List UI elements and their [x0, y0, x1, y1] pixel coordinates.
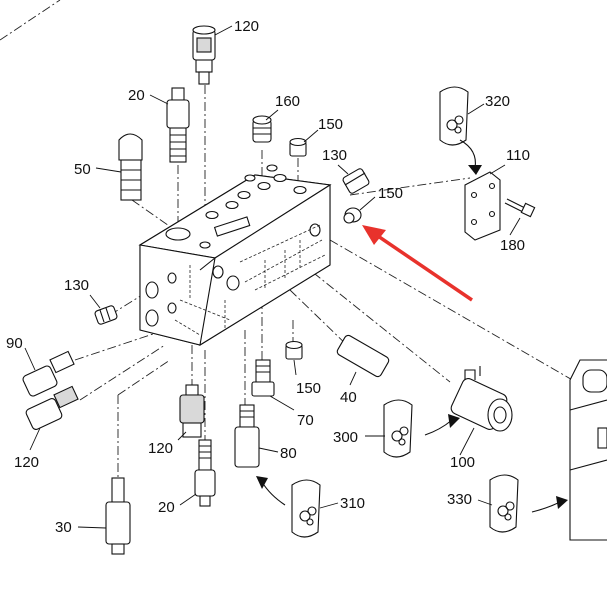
- label-20-top: 20: [128, 87, 145, 104]
- label-120-left: 120: [14, 454, 39, 471]
- part-180-bolt: [504, 198, 536, 218]
- label-120-bottom: 120: [148, 440, 173, 457]
- seal-kit-320: [439, 86, 482, 175]
- seal-kit-330: [489, 474, 568, 533]
- highlight-arrow: [362, 225, 473, 302]
- label-330: 330: [447, 491, 472, 508]
- label-310: 310: [340, 495, 365, 512]
- part-20-bottom-cartridge: [194, 439, 216, 507]
- part-160-fitting: [252, 115, 272, 143]
- label-150-bottom: 150: [296, 380, 321, 397]
- part-120-bottom-sensor: [179, 384, 205, 438]
- label-120-top: 120: [234, 18, 259, 35]
- part-50-valve: [118, 133, 143, 201]
- part-labels: 120 20 160 150 130 150 320 110 180 50 13…: [6, 18, 530, 536]
- part-130-fitting-left: [94, 305, 118, 325]
- seal-kit-300: [383, 399, 460, 458]
- centerlines: [0, 0, 607, 480]
- label-130-left: 130: [64, 277, 89, 294]
- label-80: 80: [280, 445, 297, 462]
- leader-lines: [24, 25, 521, 529]
- label-160: 160: [275, 93, 300, 110]
- part-20-top-cartridge: [166, 87, 190, 163]
- label-150-right: 150: [378, 185, 403, 202]
- label-20-bottom: 20: [158, 499, 175, 516]
- label-180: 180: [500, 237, 525, 254]
- label-150-top: 150: [318, 116, 343, 133]
- part-100-coil: [450, 366, 513, 432]
- seal-kit-310: [256, 476, 321, 538]
- part-80-cartridge: [234, 404, 260, 468]
- label-300: 300: [333, 429, 358, 446]
- part-110-plate: [464, 171, 501, 241]
- part-150-plug-right: [343, 207, 362, 224]
- label-90: 90: [6, 335, 23, 352]
- label-320: 320: [485, 93, 510, 110]
- part-150-plug-top: [289, 137, 307, 157]
- part-30-cartridge: [105, 477, 131, 555]
- label-70: 70: [297, 412, 314, 429]
- manifold-block: [138, 164, 332, 346]
- label-40: 40: [340, 389, 357, 406]
- label-130-right: 130: [322, 147, 347, 164]
- label-110: 110: [506, 147, 530, 164]
- part-90-sensor: [22, 350, 75, 397]
- label-50: 50: [74, 161, 91, 178]
- label-100: 100: [450, 454, 475, 471]
- label-30: 30: [55, 519, 72, 536]
- part-120-top-sensor: [192, 25, 216, 85]
- part-150-plug-bottom: [285, 340, 303, 360]
- part-130-fitting-right: [342, 168, 370, 194]
- part-330-valve-body: [569, 359, 607, 541]
- part-120-left-sensor: [25, 385, 79, 430]
- part-70-cartridge: [251, 359, 275, 397]
- part-40-valve: [336, 334, 390, 378]
